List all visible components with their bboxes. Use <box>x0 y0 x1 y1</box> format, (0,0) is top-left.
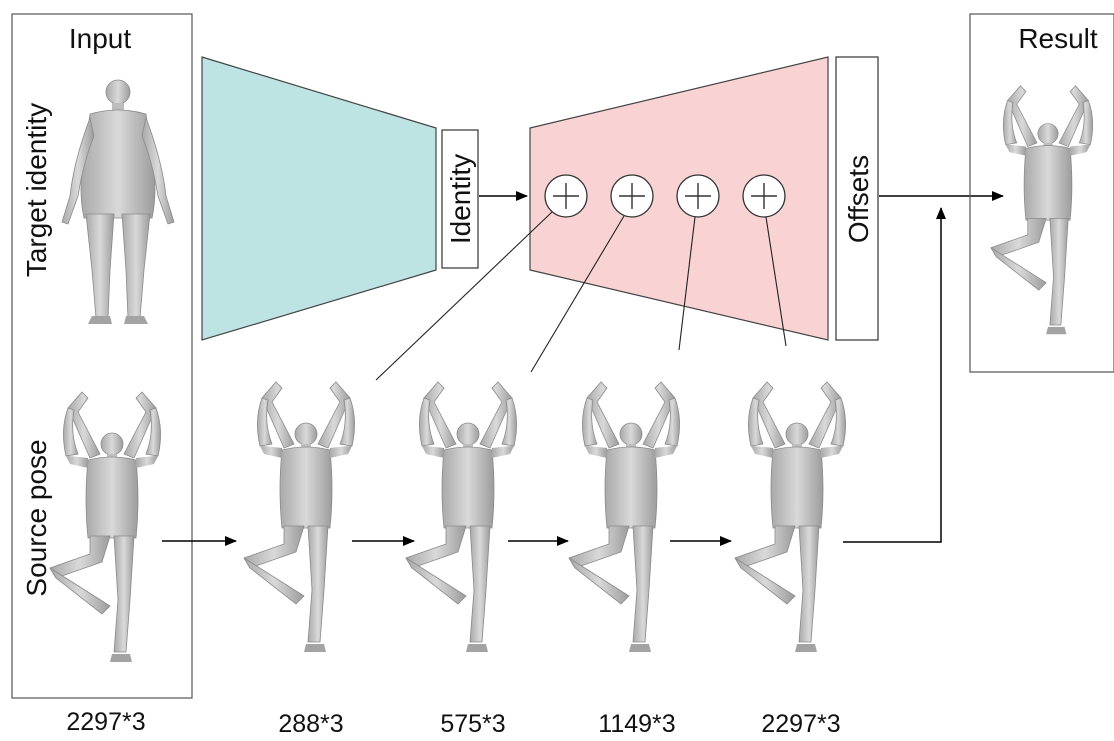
offsets-box <box>835 56 879 341</box>
fusion-node-4 <box>742 174 786 218</box>
pose-stage-2-mesh-icon <box>405 381 518 653</box>
pose-stage-1-mesh-icon <box>243 381 356 653</box>
identity-box <box>441 129 479 269</box>
fusion-node-1 <box>544 174 588 218</box>
source-pose-mesh-icon <box>49 391 162 663</box>
result-title: Result <box>1018 23 1098 54</box>
skip-connection-1 <box>375 211 553 381</box>
pose-stage-1-resolution: 288*3 <box>278 710 343 736</box>
input-title: Input <box>69 23 131 54</box>
skip-connection-2 <box>530 215 625 373</box>
fusion-node-3 <box>676 174 720 218</box>
result-mesh-icon <box>990 85 1094 335</box>
result-panel <box>969 13 1114 373</box>
pose-to-junction-line <box>843 207 946 543</box>
skip-connection-4 <box>765 216 787 347</box>
pose-stage-4-resolution: 2297*3 <box>761 710 840 736</box>
encoder-trapezoid <box>201 56 437 341</box>
skip-connection-3 <box>678 216 696 351</box>
pose-stage-3-mesh-icon <box>568 381 681 653</box>
source-pose-label: Source pose <box>21 439 52 596</box>
input-panel <box>11 13 193 699</box>
pose-stage-4-mesh-icon <box>734 381 847 653</box>
input-resolution-label: 2297*3 <box>66 708 145 736</box>
pose-stage-3-resolution: 1149*3 <box>598 710 675 736</box>
target-identity-label: Target identity <box>21 103 52 277</box>
fusion-node-2 <box>610 174 654 218</box>
target-identity-mesh-icon <box>61 79 175 325</box>
offsets-label: Offsets <box>843 155 874 243</box>
pose-stage-2-resolution: 575*3 <box>440 710 505 736</box>
identity-label: Identity <box>445 154 476 244</box>
